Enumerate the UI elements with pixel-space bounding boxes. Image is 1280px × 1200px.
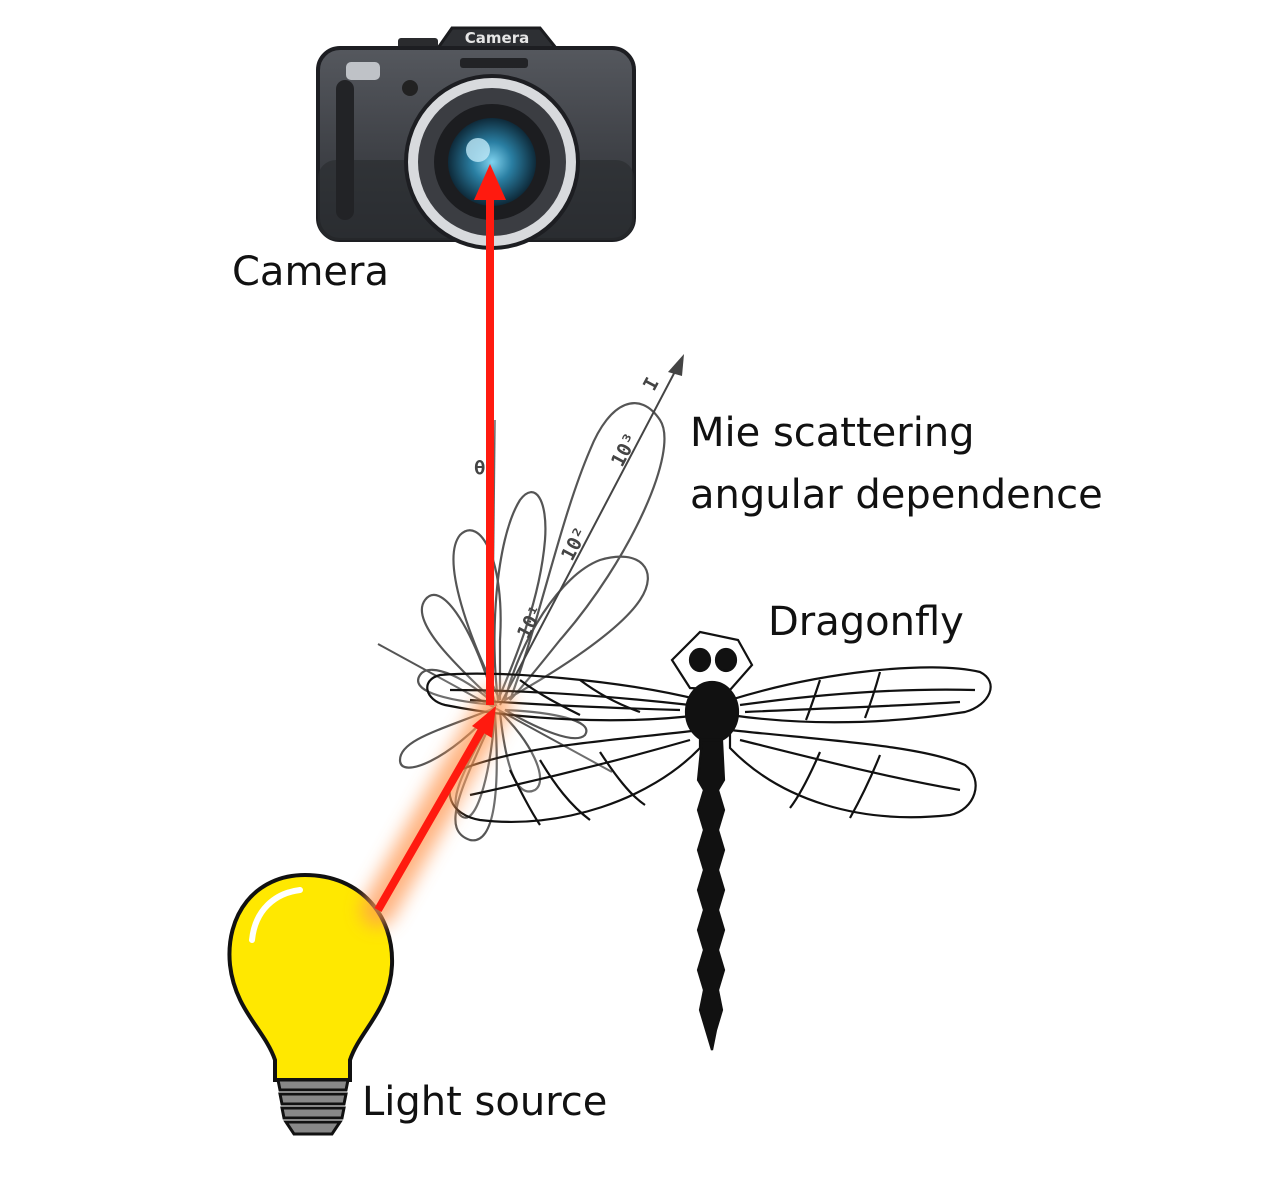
camera-body-text: Camera — [465, 29, 529, 47]
side-lobe — [420, 593, 498, 706]
axis-label-I: I — [639, 374, 664, 394]
scattered-ray-arrowhead — [474, 164, 506, 200]
right-forewing — [728, 666, 992, 724]
tick-label-10-3: 10³ — [607, 430, 643, 471]
polar-axis-I — [499, 361, 681, 706]
back-lobe — [417, 668, 498, 707]
incident-ray-arrowhead — [472, 706, 496, 738]
mie-scattering-label: Mie scattering angular dependence — [690, 402, 1103, 526]
axis-arrowhead — [668, 354, 684, 376]
back-lobe — [504, 708, 588, 740]
camera-illustration — [316, 26, 636, 250]
camera-label: Camera — [232, 249, 389, 295]
forward-lobe — [508, 402, 666, 701]
dragonfly-head — [670, 630, 754, 692]
dragonfly-abdomen — [696, 738, 726, 1051]
left-forewing — [426, 672, 702, 722]
side-lobe — [503, 555, 649, 703]
mie-label-line-2: angular dependence — [690, 472, 1103, 518]
dragonfly-thorax — [684, 680, 740, 744]
bulb-base — [276, 1078, 350, 1136]
light-source-label: Light source — [362, 1079, 608, 1125]
mie-label-line-1: Mie scattering — [690, 410, 975, 456]
back-lobe — [498, 709, 542, 793]
right-hindwing — [728, 728, 977, 819]
dragonfly-illustration — [426, 630, 992, 1051]
incident-ray — [374, 724, 488, 912]
dragonfly-label: Dragonfly — [768, 599, 964, 645]
light-ray — [361, 164, 512, 927]
tick-label-10-1: 10¹ — [513, 602, 549, 643]
